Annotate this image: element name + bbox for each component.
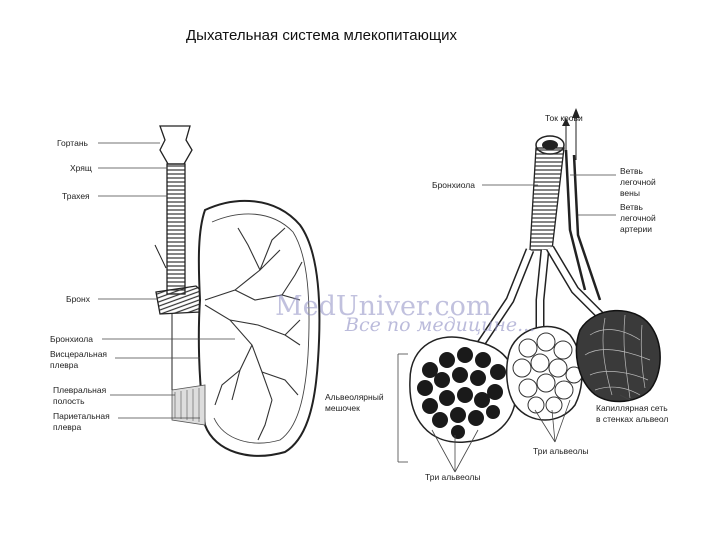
larynx-shape [159, 125, 193, 165]
watermark-brand: MedUniver.com [275, 291, 491, 322]
label-bronchiole-right: Бронхиола [432, 180, 475, 190]
alveoli-dark-cells [417, 347, 506, 439]
capillary-mesh [584, 314, 651, 399]
label-parietal-pleura-2: плевра [53, 422, 82, 432]
label-blood-flow: Ток крови [545, 113, 583, 123]
label-alveolar-sac-2: мешочек [325, 403, 360, 413]
trachea-shape [166, 163, 186, 295]
watermark-tagline: Все по медицине... [344, 314, 535, 336]
bronchial-tree [204, 227, 303, 441]
label-capillary-2: в стенках альвеол [596, 414, 668, 424]
artery-branch [572, 154, 602, 301]
label-vein-3: вены [620, 188, 640, 198]
capillary-cluster [575, 309, 661, 403]
label-bronchiole-left: Бронхиола [50, 334, 93, 344]
label-pleural-cavity-2: полость [53, 396, 85, 406]
label-vein-1: Ветвь [620, 166, 644, 176]
page-title: Дыхательная система млекопитающих [186, 27, 458, 44]
label-vein-2: легочной [620, 177, 656, 187]
label-trachea: Трахея [62, 191, 90, 201]
left-leader-lines [98, 142, 235, 419]
label-alveolar-sac-1: Альвеолярный [325, 392, 384, 402]
pleura-line [211, 213, 310, 444]
label-three-alveoli-a: Три альвеолы [425, 472, 480, 482]
lung-outline [197, 199, 321, 457]
label-three-alveoli-b: Три альвеолы [533, 446, 588, 456]
label-artery-2: легочной [620, 213, 656, 223]
lung-illustration [154, 125, 321, 457]
label-capillary-1: Капиллярная сеть [596, 403, 668, 413]
label-pleural-cavity-1: Плевральная [53, 385, 107, 395]
vein-branch [564, 149, 587, 291]
label-visceral-pleura-1: Висцеральная [50, 349, 107, 359]
pleural-cavity-shading [171, 384, 206, 426]
label-larynx: Гортань [57, 138, 89, 148]
label-visceral-pleura-2: плевра [50, 360, 79, 370]
label-bronchus: Бронх [66, 294, 91, 304]
bronchiole-tube [529, 147, 565, 251]
alveoli-light-cells [512, 332, 583, 414]
label-parietal-pleura-1: Париетальная [53, 411, 110, 421]
label-artery-3: артерии [620, 224, 652, 234]
label-artery-1: Ветвь [620, 202, 644, 212]
label-cartilage: Хрящ [70, 163, 92, 173]
right-leader-lines [397, 174, 631, 473]
alveoli-illustration [409, 108, 661, 443]
